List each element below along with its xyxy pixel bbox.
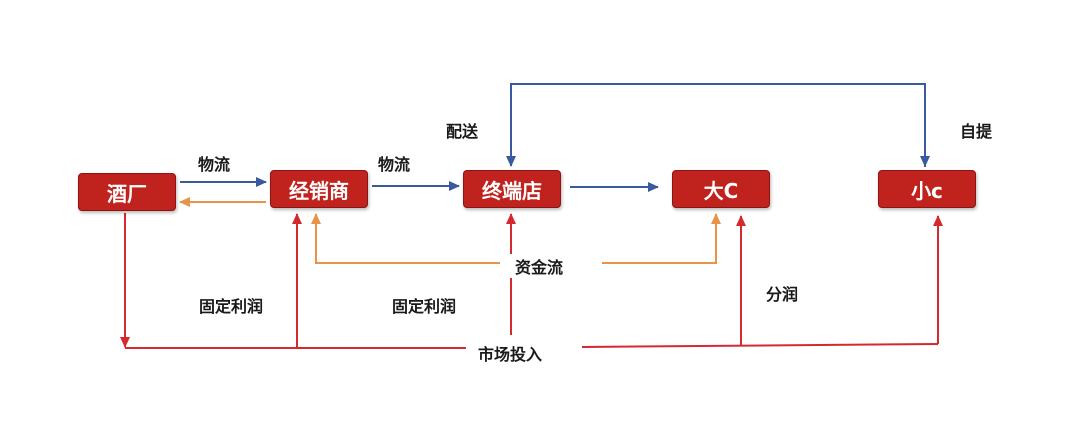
arrow-capital-to-dac <box>602 213 721 264</box>
label-wuliu-2: 物流 <box>378 155 411 174</box>
label-ziti: 自提 <box>960 122 993 141</box>
arrow-xiaoc-to-zdd <box>506 83 926 167</box>
label-fenrun: 分润 <box>766 285 799 304</box>
label-guding-lirun-2: 固定利润 <box>392 297 457 316</box>
node-zhongduandian: 终端店 <box>463 170 561 208</box>
label-wuliu-1: 物流 <box>198 155 231 174</box>
label-zijinliu: 资金流 <box>509 254 570 278</box>
market-base-line-right <box>581 343 939 348</box>
label-shichang-touru: 市场投入 <box>472 341 549 365</box>
node-xiaoc: 小c <box>878 170 976 208</box>
node-jingxiaoshang: 经销商 <box>270 170 368 208</box>
label-peisong: 配送 <box>446 122 479 141</box>
label-guding-lirun-1: 固定利润 <box>199 297 264 316</box>
arrow-capital-to-jxs <box>311 213 500 264</box>
node-dac: 大C <box>672 170 770 208</box>
node-jiuchang: 酒厂 <box>78 173 176 211</box>
